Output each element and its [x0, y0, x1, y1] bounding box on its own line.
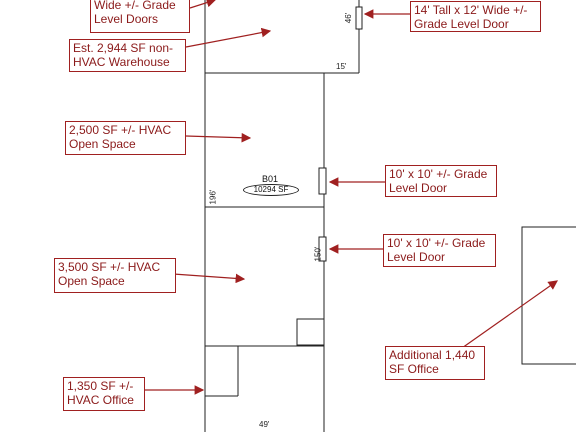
dim-top-door: 46'	[344, 12, 354, 24]
callout-line: HVAC Warehouse	[73, 55, 170, 69]
callout-line: 1,350 SF +/-	[67, 379, 134, 393]
callout-line: 10' x 10' +/- Grade	[387, 236, 486, 250]
dim-mid-door: 150'	[313, 246, 323, 262]
room-small	[296, 318, 325, 346]
callout-additional-office: Additional 1,440 SF Office	[385, 346, 485, 380]
dim-upper-segment: 15'	[336, 62, 347, 71]
callout-line: Additional 1,440	[389, 348, 476, 362]
callout-line: SF Office	[389, 362, 439, 376]
callout-warehouse: Est. 2,944 SF non- HVAC Warehouse	[69, 39, 186, 72]
callout-line: 14' Tall x 12' Wide +/-	[414, 3, 528, 17]
unit-area-label: 10294 SF	[243, 184, 299, 196]
unit-id-label: B01	[262, 174, 279, 184]
dim-left-height: 196'	[208, 189, 218, 205]
callout-door-14: 14' Tall x 12' Wide +/- Grade Level Door	[410, 1, 541, 32]
callout-door-10-a: 10' x 10' +/- Grade Level Door	[385, 165, 497, 197]
arrow-open-2500	[185, 132, 252, 143]
callout-line: Grade Level Door	[414, 17, 509, 31]
arrow-additional-office	[461, 280, 558, 349]
callout-line: Wide +/- Grade	[94, 0, 176, 12]
callout-line: HVAC Office	[67, 393, 134, 407]
callout-line: Level Door	[387, 250, 446, 264]
callout-line: 2,500 SF +/- HVAC	[69, 123, 172, 137]
callout-line: Open Space	[58, 274, 125, 288]
arrow-warehouse	[185, 27, 272, 48]
callout-office-1350: 1,350 SF +/- HVAC Office	[63, 377, 145, 411]
door-top	[355, 6, 363, 30]
callout-line: Level Door	[389, 181, 448, 195]
callout-line: 10' x 10' +/- Grade	[389, 167, 488, 181]
dim-bottom-width: 49'	[259, 420, 270, 429]
door-mid-b	[318, 236, 327, 262]
callout-line: Est. 2,944 SF non-	[73, 41, 174, 55]
additional-office-block	[521, 226, 576, 365]
callout-line: 3,500 SF +/- HVAC	[58, 260, 161, 274]
arrow-grade-doors	[189, 0, 217, 9]
door-mid-a	[318, 167, 327, 195]
callout-door-10-b: 10' x 10' +/- Grade Level Door	[383, 234, 496, 267]
callout-line: Level Doors	[94, 12, 159, 26]
callout-open-2500: 2,500 SF +/- HVAC Open Space	[65, 121, 186, 155]
callout-line: Open Space	[69, 137, 136, 151]
callout-open-3500: 3,500 SF +/- HVAC Open Space	[54, 258, 176, 293]
callout-grade-doors: Wide +/- Grade Level Doors	[90, 0, 190, 33]
